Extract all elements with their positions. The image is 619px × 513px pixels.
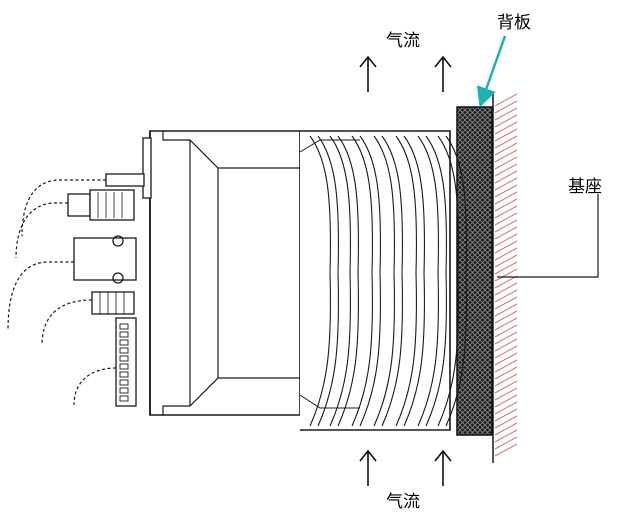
heatsink-fin — [381, 135, 404, 427]
base-hatch-line — [494, 142, 518, 156]
base-hatch-line — [494, 128, 518, 142]
heatsink-fin — [445, 135, 468, 427]
terminal-pin — [119, 339, 129, 346]
terminal-pin — [119, 379, 129, 386]
base-hatch-line — [494, 443, 518, 457]
base-hatch-line — [494, 338, 518, 352]
backplate — [456, 106, 493, 436]
heatsink-fin — [337, 135, 360, 427]
base-label: 基座 — [568, 177, 602, 197]
base-hatch-line — [494, 156, 518, 170]
base-hatch-line — [494, 233, 518, 247]
terminal-pin — [119, 331, 129, 338]
base-hatch-line — [494, 352, 518, 366]
base-hatch-line — [494, 296, 518, 310]
base-hatch-line — [494, 366, 518, 380]
terminal-pin — [119, 387, 129, 394]
base-hatch-line — [494, 254, 518, 268]
airflow-arrows-bottom — [359, 449, 452, 486]
heatsink-fin — [395, 135, 418, 427]
heatsink-fin — [417, 135, 440, 427]
heatsink-fin — [373, 135, 396, 427]
base-hatch-line — [494, 275, 518, 289]
terminal-pin — [119, 355, 129, 362]
terminal-block-pins — [119, 323, 129, 402]
base-hatch-line — [494, 324, 518, 338]
base-hatch-line — [494, 163, 518, 177]
base-hatch-line — [494, 415, 518, 429]
base-hatch-line — [494, 205, 518, 219]
drive-body — [149, 130, 451, 431]
base-hatch-line — [494, 331, 518, 345]
heatsink-fin — [329, 135, 352, 427]
base-hatch-line — [494, 268, 518, 282]
base-hatch-line — [494, 114, 518, 128]
terminal-pin — [119, 371, 129, 378]
base-hatch-line — [494, 401, 518, 415]
base-hatch-line — [494, 135, 518, 149]
base-hatch-line — [494, 198, 518, 212]
base-hatch-line — [494, 177, 518, 191]
base-hatch-line — [494, 422, 518, 436]
airflow-label-top: 气流 — [386, 31, 420, 51]
connectors — [67, 137, 152, 407]
terminal-pin — [119, 347, 129, 354]
base-hatch-line — [494, 226, 518, 240]
base-wall — [492, 92, 518, 463]
heatsink-fin — [437, 135, 460, 427]
base-hatch-line — [494, 219, 518, 233]
base-hatch-line — [494, 149, 518, 163]
base-hatch-line — [494, 303, 518, 317]
base-hatch-line — [494, 107, 518, 121]
terminal-pin — [119, 395, 129, 402]
base-hatch-line — [494, 100, 518, 114]
airflow-arrows-top — [359, 55, 452, 92]
base-hatch-line — [494, 261, 518, 275]
airflow-label-bottom: 气流 — [386, 492, 420, 512]
base-hatch-line — [494, 191, 518, 205]
terminal-pin — [119, 363, 129, 370]
base-hatch-line — [494, 247, 518, 261]
base-hatch-line — [494, 408, 518, 422]
base-hatch-line — [494, 380, 518, 394]
base-leader-line — [497, 194, 599, 278]
base-hatch-line — [494, 373, 518, 387]
base-hatch-line — [494, 289, 518, 303]
base-hatch-line — [494, 184, 518, 198]
backplate-leader-arrow — [476, 35, 507, 108]
heatsink-fin — [359, 135, 382, 427]
base-hatch-line — [494, 436, 518, 450]
heatsink-fin — [309, 135, 332, 427]
terminal-pin — [119, 323, 129, 330]
heatsink-fin — [425, 135, 448, 427]
base-hatch-line — [494, 387, 518, 401]
base-hatch-line — [494, 310, 518, 324]
base-hatch-line — [494, 359, 518, 373]
base-hatch-line — [494, 282, 518, 296]
heatsink-fin — [317, 135, 340, 427]
cables — [7, 179, 117, 406]
base-hatch-line — [494, 429, 518, 443]
base-hatch-line — [494, 317, 518, 331]
heatsink-fin — [351, 135, 374, 427]
base-hatch-line — [494, 121, 518, 135]
base-hatch-line — [494, 394, 518, 408]
base-hatch-line — [494, 212, 518, 226]
base-hatch-line — [494, 170, 518, 184]
backplate-label: 背板 — [497, 13, 531, 33]
base-hatch-line — [494, 345, 518, 359]
base-hatch-line — [494, 93, 518, 107]
heatsink-fins — [309, 135, 468, 427]
base-hatch-line — [494, 240, 518, 254]
heatsink-fin — [403, 135, 426, 427]
